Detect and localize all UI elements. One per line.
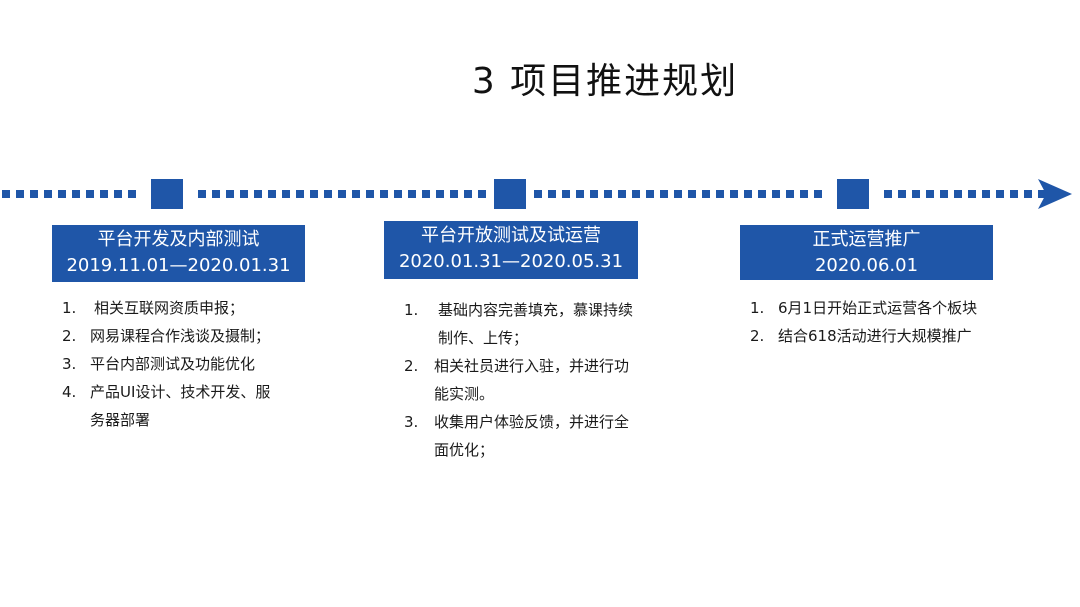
timeline-dot (464, 190, 472, 198)
phase-1-date: 2019.11.01—2020.01.31 (66, 255, 291, 276)
timeline-dot (380, 190, 388, 198)
milestone-marker-2 (494, 179, 526, 209)
timeline-dot (772, 190, 780, 198)
timeline-dot (86, 190, 94, 198)
timeline-dot (212, 190, 220, 198)
timeline-dot (884, 190, 892, 198)
phase-3-name: 正式运营推广 (812, 229, 921, 250)
timeline-dot (954, 190, 962, 198)
timeline-dot (912, 190, 920, 198)
timeline-dot (338, 190, 346, 198)
phase-2-name: 平台开放测试及试运营 (421, 225, 601, 246)
timeline-dot (646, 190, 654, 198)
timeline-dot (730, 190, 738, 198)
milestone-marker-1 (151, 179, 183, 209)
timeline-dot (2, 190, 10, 198)
milestone-marker-3 (837, 179, 869, 209)
timeline-dot (618, 190, 626, 198)
timeline-dot (450, 190, 458, 198)
timeline-dot (282, 190, 290, 198)
timeline-dot (30, 190, 38, 198)
timeline-dot (1038, 190, 1046, 198)
timeline-dot (660, 190, 668, 198)
timeline-dot (940, 190, 948, 198)
timeline-dot (1024, 190, 1032, 198)
timeline-dot (702, 190, 710, 198)
list-item: 1.基础内容完善填充，慕课持续制作、上传； (404, 301, 634, 347)
list-item: 2.结合618活动进行大规模推广 (750, 327, 972, 345)
timeline-dot (800, 190, 808, 198)
page-title: 3 项目推进规划 (471, 61, 739, 102)
phase-1-name: 平台开发及内部测试 (97, 229, 260, 250)
timeline-dot (744, 190, 752, 198)
timeline-dot (58, 190, 66, 198)
phase-1-header: 平台开发及内部测试 2019.11.01—2020.01.31 (52, 225, 305, 282)
timeline-dot (576, 190, 584, 198)
timeline-dot (716, 190, 724, 198)
timeline-dot (352, 190, 360, 198)
timeline-dot (814, 190, 822, 198)
list-item: 3.收集用户体验反馈，并进行全面优化； (404, 413, 630, 459)
timeline-dot (478, 190, 486, 198)
timeline-dot (632, 190, 640, 198)
timeline-dot (604, 190, 612, 198)
timeline-dot (394, 190, 402, 198)
timeline-dot (436, 190, 444, 198)
phase-2-header: 平台开放测试及试运营 2020.01.31—2020.05.31 (384, 221, 638, 279)
timeline-dot (240, 190, 248, 198)
timeline-dot (1010, 190, 1018, 198)
timeline-dot (296, 190, 304, 198)
timeline-dot (268, 190, 276, 198)
timeline-dot (226, 190, 234, 198)
list-item: 1.6月1日开始正式运营各个板块 (750, 299, 978, 317)
timeline-dot (548, 190, 556, 198)
timeline-dot (254, 190, 262, 198)
list-item: 2.网易课程合作浅谈及摄制； (62, 327, 271, 345)
list-item: 3.平台内部测试及功能优化 (62, 355, 256, 373)
timeline-dot (324, 190, 332, 198)
timeline-dot (534, 190, 542, 198)
timeline-dot (198, 190, 206, 198)
timeline-dot (310, 190, 318, 198)
timeline-dot (982, 190, 990, 198)
list-item: 4.产品UI设计、技术开发、服务器部署 (62, 383, 271, 429)
phase-2-list: 1.基础内容完善填充，慕课持续制作、上传； 2.相关社员进行入驻，并进行功能实测… (404, 296, 640, 464)
timeline-dot (674, 190, 682, 198)
timeline-dot (422, 190, 430, 198)
timeline-dot (688, 190, 696, 198)
phase-3-date: 2020.06.01 (814, 255, 919, 276)
timeline-dot (100, 190, 108, 198)
phase-1-list: 1.相关互联网资质申报； 2.网易课程合作浅谈及摄制； 3.平台内部测试及功能优… (62, 294, 312, 434)
phase-3-header: 正式运营推广 2020.06.01 (740, 225, 993, 280)
timeline-dot (72, 190, 80, 198)
timeline-dot (898, 190, 906, 198)
timeline-dot (408, 190, 416, 198)
timeline-dot (786, 190, 794, 198)
timeline-dot (44, 190, 52, 198)
timeline-arrowhead (1038, 179, 1072, 209)
timeline-dot (926, 190, 934, 198)
timeline-dot (562, 190, 570, 198)
timeline-dot (758, 190, 766, 198)
timeline-dot (366, 190, 374, 198)
timeline-dot (996, 190, 1004, 198)
timeline-dot (590, 190, 598, 198)
timeline-dot (16, 190, 24, 198)
phase-2-date: 2020.01.31—2020.05.31 (398, 251, 624, 272)
timeline-dot (968, 190, 976, 198)
timeline-dot (128, 190, 136, 198)
phase-3-list: 1.6月1日开始正式运营各个板块 2.结合618活动进行大规模推广 (750, 294, 990, 350)
timeline (0, 176, 1080, 216)
timeline-dot (114, 190, 122, 198)
list-item: 1.相关互联网资质申报； (62, 299, 245, 317)
list-item: 2.相关社员进行入驻，并进行功能实测。 (404, 357, 630, 403)
